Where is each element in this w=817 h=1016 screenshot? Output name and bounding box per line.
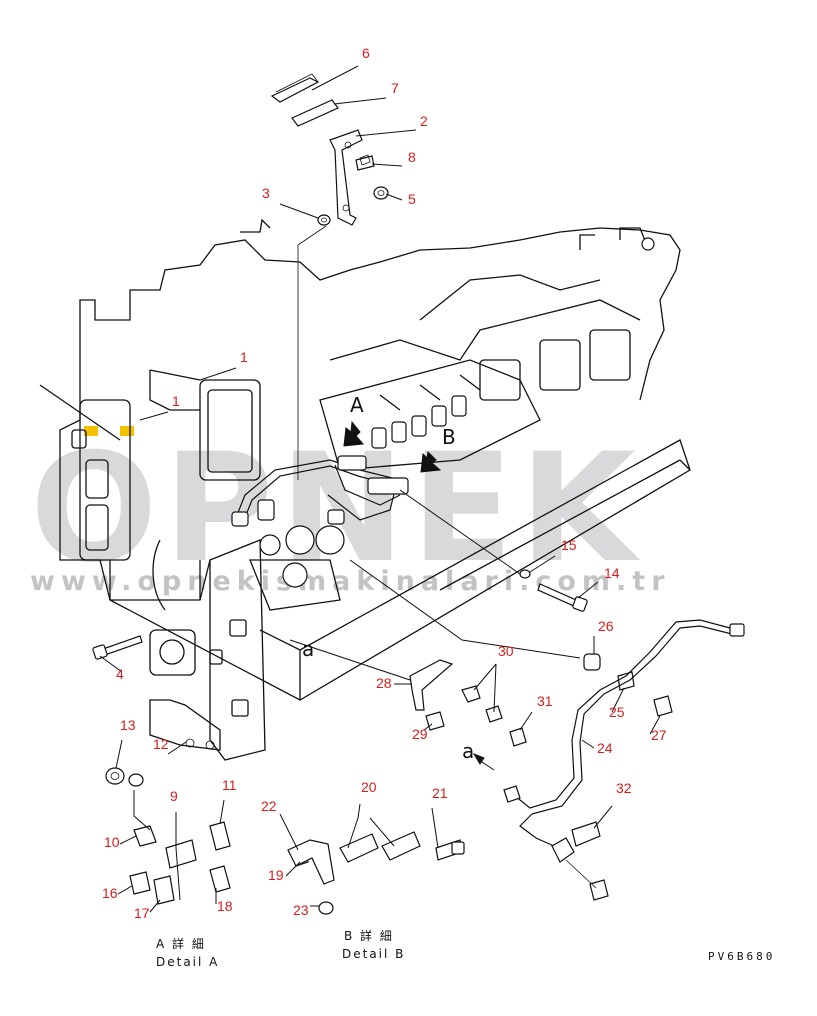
- view-letter-B: B: [442, 425, 456, 449]
- callout-1: 1: [240, 349, 248, 365]
- watermark-accent: [120, 426, 134, 436]
- callout-32: 32: [616, 780, 632, 796]
- fuel-pipes: [231, 455, 409, 527]
- engine-block: [39, 218, 691, 761]
- callout-17: 17: [134, 905, 150, 921]
- callout-1: 1: [172, 393, 180, 409]
- right-side-parts: [409, 569, 745, 901]
- drawing-code: PV6B680: [708, 950, 775, 963]
- callout-25: 25: [609, 704, 625, 720]
- callout-12: 12: [153, 736, 169, 752]
- direction-arrows: [343, 420, 442, 473]
- callout-31: 31: [537, 693, 553, 709]
- callout-5: 5: [408, 191, 416, 207]
- callout-26: 26: [598, 618, 614, 634]
- callout-4: 4: [116, 666, 124, 682]
- callout-30: 30: [498, 643, 514, 659]
- view-letter-A: A: [350, 393, 364, 417]
- watermark: OPNEK www.opnekismakinalari.com.tr: [30, 422, 671, 597]
- callout-2: 2: [420, 113, 428, 129]
- injectors: [371, 395, 467, 449]
- leader-lines: [99, 65, 661, 913]
- callout-27: 27: [651, 727, 667, 743]
- callout-28: 28: [376, 675, 392, 691]
- detail-b-en: Detail B: [342, 947, 405, 961]
- watermark-website: www.opnekismakinalari.com.tr: [30, 566, 671, 597]
- watermark-accent: [84, 426, 98, 436]
- callout-13: 13: [120, 717, 136, 733]
- detail-b-parts: [287, 831, 465, 915]
- detail-a-en: Detail A: [156, 955, 219, 969]
- callout-20: 20: [361, 779, 377, 795]
- callout-7: 7: [391, 80, 399, 96]
- callout-3: 3: [262, 185, 270, 201]
- callout-19: 19: [268, 867, 284, 883]
- callout-29: 29: [412, 726, 428, 742]
- callout-6: 6: [362, 45, 370, 61]
- callout-16: 16: [102, 885, 118, 901]
- callout-14: 14: [604, 565, 620, 581]
- detail-b-jp: B 詳 細: [344, 928, 394, 943]
- detail-a-parts: [92, 635, 231, 905]
- callout-8: 8: [408, 149, 416, 165]
- watermark-brand: OPNEK: [30, 422, 642, 596]
- detail-captions: A 詳 細 Detail A B 詳 細 Detail B: [156, 928, 405, 969]
- callout-22: 22: [261, 798, 277, 814]
- callout-15: 15: [561, 537, 577, 553]
- callout-21: 21: [432, 785, 448, 801]
- callout-23: 23: [293, 902, 309, 918]
- callout-10: 10: [104, 834, 120, 850]
- view-letter-a-main: a: [302, 637, 314, 661]
- callout-11: 11: [222, 777, 237, 793]
- callout-9: 9: [170, 788, 178, 804]
- bracket-assembly: [270, 73, 389, 480]
- view-letter-a-detail: a: [462, 739, 474, 763]
- callout-24: 24: [597, 740, 613, 756]
- detail-a-jp: A 詳 細: [156, 936, 206, 951]
- view-letters: a a A B: [302, 393, 474, 763]
- callout-18: 18: [217, 898, 233, 914]
